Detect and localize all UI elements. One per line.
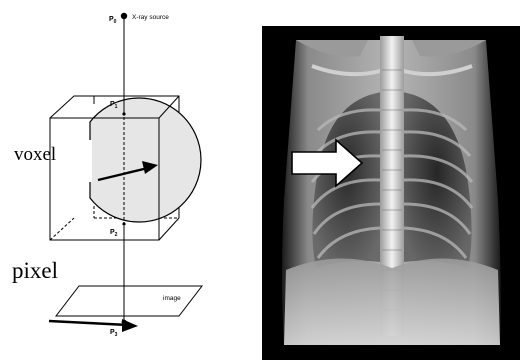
source-label: P0 (109, 16, 117, 25)
chest-xray-image (262, 26, 520, 360)
entry-point (122, 112, 125, 115)
exit-point (122, 222, 125, 225)
projection-diagram: P0 X-ray source P1 P2 P3 voxel pixel ima… (12, 13, 202, 338)
pixel-label: pixel (12, 258, 58, 283)
voxel-label: voxel (14, 144, 56, 165)
image-point-label: P3 (110, 329, 118, 338)
source-point (121, 13, 127, 19)
image-point (122, 320, 127, 325)
source-caption: X-ray source (132, 14, 169, 21)
exit-label: P2 (110, 229, 118, 238)
image-plane-label: image (163, 295, 181, 302)
